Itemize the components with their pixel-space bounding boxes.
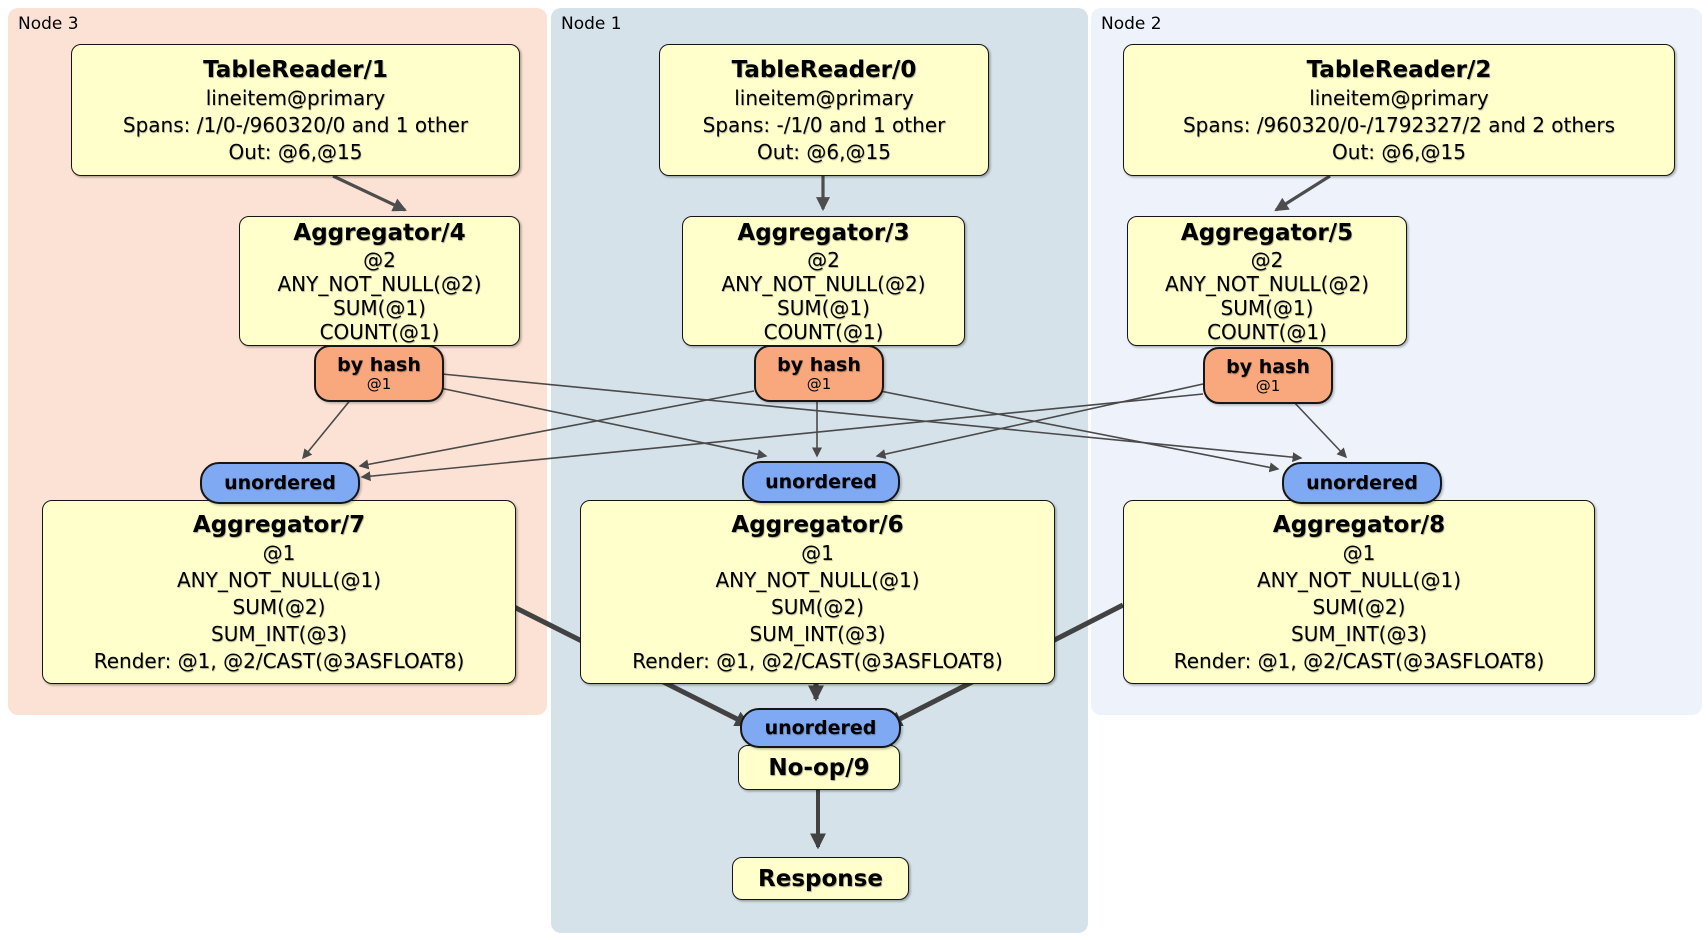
router-label: by hash: [777, 354, 861, 376]
box-title: No-op/9: [768, 754, 870, 781]
box-line: SUM_INT(@3): [211, 621, 347, 646]
box-title: Response: [758, 865, 883, 892]
box-line: SUM(@1): [1220, 296, 1314, 320]
box-title: Aggregator/3: [737, 220, 910, 246]
panel-node1-label: Node 1: [561, 14, 622, 34]
processor-no-op-9: No-op/9: [738, 745, 900, 790]
box-title: Aggregator/8: [1272, 511, 1446, 538]
processor-aggregator-7: Aggregator/7 @1 ANY_NOT_NULL(@1) SUM(@2)…: [42, 500, 516, 684]
box-line: SUM(@2): [1312, 594, 1406, 619]
box-line: Out: @6,@15: [757, 139, 891, 164]
sync-label: unordered: [765, 471, 877, 493]
box-title: Aggregator/7: [192, 511, 366, 538]
processor-aggregator-5: Aggregator/5 @2 ANY_NOT_NULL(@2) SUM(@1)…: [1127, 216, 1407, 346]
router-by-hash-node3: by hash @1: [314, 345, 444, 402]
box-line: lineitem@primary: [734, 85, 914, 110]
box-title: TableReader/1: [203, 56, 388, 83]
box-title: Aggregator/6: [731, 511, 904, 538]
box-line: Render: @1, @2/CAST(@3ASFLOAT8): [1173, 648, 1545, 673]
box-line: Spans: /960320/0-/1792327/2 and 2 others: [1182, 112, 1615, 137]
box-line: @2: [363, 248, 396, 272]
sync-label: unordered: [764, 717, 877, 739]
box-line: SUM(@2): [232, 594, 326, 619]
processor-tablereader-0: TableReader/0 lineitem@primary Spans: -/…: [659, 44, 989, 176]
box-line: SUM_INT(@3): [1291, 621, 1427, 646]
box-line: COUNT(@1): [319, 320, 440, 344]
processor-aggregator-8: Aggregator/8 @1 ANY_NOT_NULL(@1) SUM(@2)…: [1123, 500, 1595, 684]
sync-unordered-left: unordered: [200, 462, 360, 504]
router-label: by hash: [337, 354, 421, 376]
processor-aggregator-6: Aggregator/6 @1 ANY_NOT_NULL(@1) SUM(@2)…: [580, 500, 1055, 684]
box-line: COUNT(@1): [763, 320, 884, 344]
box-title: TableReader/0: [731, 56, 917, 83]
box-line: SUM(@2): [771, 594, 864, 619]
box-line: SUM(@1): [333, 296, 426, 320]
box-line: SUM_INT(@3): [749, 621, 886, 646]
box-line: Out: @6,@15: [1332, 139, 1466, 164]
processor-tablereader-1: TableReader/1 lineitem@primary Spans: /1…: [71, 44, 520, 176]
box-line: @1: [801, 540, 834, 565]
box-line: lineitem@primary: [1309, 85, 1489, 110]
box-line: @1: [262, 540, 296, 565]
sync-unordered-center: unordered: [742, 461, 900, 503]
box-line: ANY_NOT_NULL(@2): [277, 272, 482, 296]
box-line: Spans: -/1/0 and 1 other: [702, 112, 946, 137]
processor-aggregator-4: Aggregator/4 @2 ANY_NOT_NULL(@2) SUM(@1)…: [239, 216, 520, 346]
box-line: ANY_NOT_NULL(@2): [1165, 272, 1369, 296]
router-detail: @1: [806, 375, 832, 393]
box-line: @2: [807, 248, 840, 272]
panel-node2-label: Node 2: [1101, 14, 1162, 34]
box-title: Aggregator/5: [1180, 220, 1354, 246]
router-label: by hash: [1226, 356, 1310, 378]
router-detail: @1: [1255, 377, 1281, 395]
router-detail: @1: [366, 375, 392, 393]
response-node: Response: [732, 857, 909, 900]
sync-unordered-bottom: unordered: [740, 708, 901, 748]
box-line: ANY_NOT_NULL(@2): [721, 272, 926, 296]
router-by-hash-node1: by hash @1: [754, 345, 884, 402]
sync-unordered-right: unordered: [1282, 462, 1442, 504]
processor-tablereader-2: TableReader/2 lineitem@primary Spans: /9…: [1123, 44, 1675, 176]
box-title: TableReader/2: [1306, 56, 1492, 83]
panel-node3-label: Node 3: [18, 14, 79, 34]
box-line: Render: @1, @2/CAST(@3ASFLOAT8): [632, 648, 1003, 673]
box-line: ANY_NOT_NULL(@1): [1257, 567, 1461, 592]
box-line: ANY_NOT_NULL(@1): [715, 567, 920, 592]
box-line: ANY_NOT_NULL(@1): [177, 567, 381, 592]
sync-label: unordered: [1306, 472, 1418, 494]
box-line: Render: @1, @2/CAST(@3ASFLOAT8): [93, 648, 465, 673]
box-line: lineitem@primary: [205, 85, 386, 110]
box-line: @2: [1250, 248, 1284, 272]
router-by-hash-node2: by hash @1: [1203, 347, 1333, 404]
box-line: COUNT(@1): [1207, 320, 1327, 344]
processor-aggregator-3: Aggregator/3 @2 ANY_NOT_NULL(@2) SUM(@1)…: [682, 216, 965, 346]
sync-label: unordered: [224, 472, 336, 494]
box-line: Spans: /1/0-/960320/0 and 1 other: [122, 112, 469, 137]
box-line: Out: @6,@15: [228, 139, 363, 164]
box-line: @1: [1342, 540, 1376, 565]
box-title: Aggregator/4: [293, 220, 466, 246]
box-line: SUM(@1): [777, 296, 870, 320]
